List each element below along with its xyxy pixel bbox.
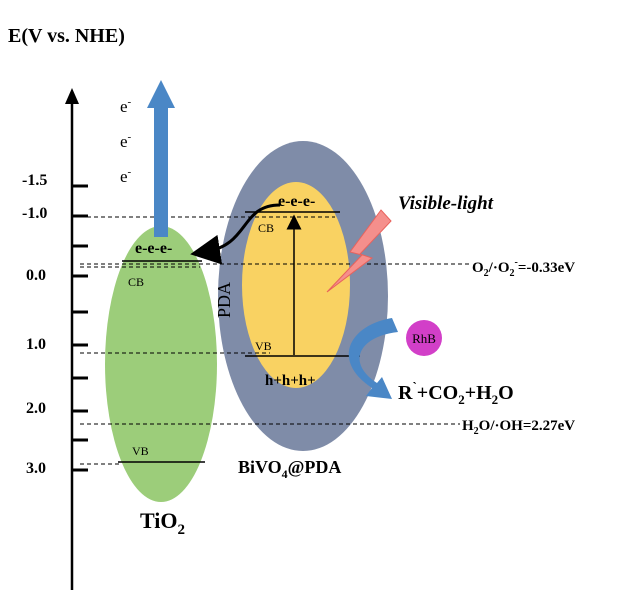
o2-potential-label: O2/·O2-=-0.33eV — [472, 257, 575, 279]
bivo4-cb-label: CB — [258, 221, 274, 235]
tick-label: 2.0 — [26, 400, 46, 417]
electron-escape-arrow — [147, 80, 175, 237]
bivo4-holes: h+h+h+ — [265, 373, 316, 389]
tio2-ellipse — [105, 226, 217, 502]
escape-electron: e- — [120, 166, 132, 186]
degradation-arrow — [348, 318, 398, 399]
visible-light-label: Visible-light — [398, 193, 494, 214]
bivo4-vb-label: VB — [255, 339, 272, 353]
h2o-potential-label: H2O/·OH=2.27eV — [462, 418, 575, 437]
escape-electron: e- — [120, 131, 132, 151]
tio2-name: TiO2 — [140, 508, 185, 538]
electron-transfer-arrow — [190, 203, 281, 265]
degradation-products: R`+CO2+H2O — [398, 379, 514, 407]
bivo4-electrons: e-e-e- — [278, 193, 315, 210]
bivo4-name: BiVO4@PDA — [238, 457, 341, 481]
escape-electron: e- — [120, 96, 132, 116]
tick-label: -1.0 — [22, 205, 47, 222]
pda-label: PDA — [214, 282, 234, 318]
tio2-vb-label: VB — [132, 444, 149, 458]
y-axis-arrowhead — [65, 88, 79, 104]
tick-label: -1.5 — [22, 172, 47, 189]
bivo4-core — [242, 182, 350, 388]
tick-marks — [72, 184, 88, 472]
tio2-electrons: e-e-e- — [135, 240, 172, 257]
lightning-bolt-icon — [326, 209, 392, 293]
axis-title: E(V vs. NHE) — [8, 25, 125, 47]
tio2-cb-label: CB — [128, 275, 144, 289]
tick-label: 1.0 — [26, 336, 46, 353]
rhb-circle — [406, 320, 442, 356]
tick-label: 3.0 — [26, 460, 46, 477]
rhb-label: RhB — [412, 331, 436, 346]
tick-label: 0.0 — [26, 267, 46, 284]
